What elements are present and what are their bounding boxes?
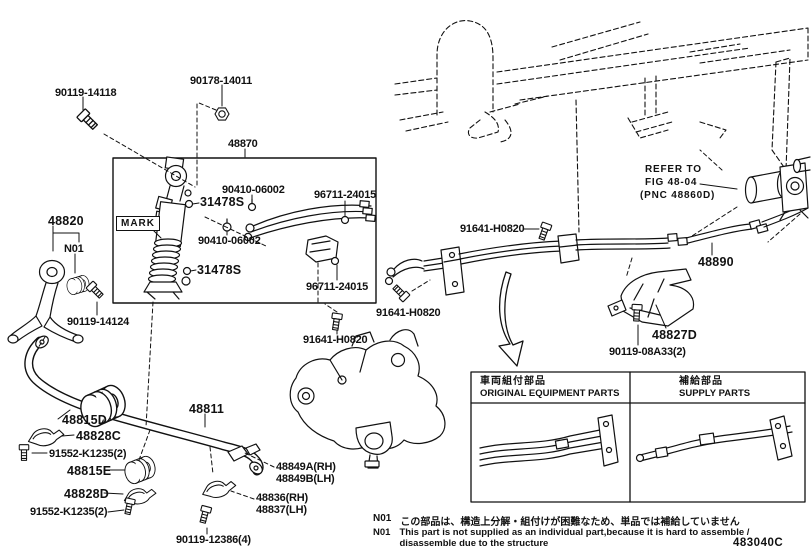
part-label-48890: 48890 — [698, 255, 734, 269]
dashed-leaders — [37, 102, 801, 500]
kdss-valve-drawing — [744, 156, 811, 221]
part-label-48837-lh-: 48837(LH) — [256, 504, 307, 516]
leader-lines — [31, 84, 738, 535]
part-label-90119-12386-4-: 90119-12386(4) — [176, 534, 251, 546]
part-label-96711-24015: 96711-24015 — [306, 281, 369, 293]
footnote-en: N01 This part is not supplied as an indi… — [373, 527, 749, 549]
part-label-48870: 48870 — [228, 138, 258, 150]
shock-absorber-drawing — [143, 156, 192, 300]
main-tube-drawing — [384, 202, 809, 296]
part-label-91641-h0820: 91641-H0820 — [303, 334, 368, 346]
mark-box-label: MARK — [116, 216, 160, 231]
part-label-31478s: 31478S — [197, 263, 242, 277]
footnote-en-ref: N01 — [373, 527, 391, 538]
bar-end-brackets — [227, 443, 261, 462]
footnote-jp-text: この部品は、構造上分解・組付けが困難なため、単品では補給していません — [400, 517, 740, 528]
footnote-en-line2: disassemble due to the structure — [399, 538, 549, 549]
part-label-48827d: 48827D — [652, 328, 697, 342]
part-label-96711-24015: 96711-24015 — [314, 189, 377, 201]
table-header-supply-jp: 補給部品 — [679, 376, 723, 387]
part-label-48820: 48820 — [48, 214, 84, 228]
part-label-90178-14011: 90178-14011 — [190, 75, 253, 87]
protector-drawing — [607, 268, 695, 327]
part-label-48828c: 48828C — [76, 429, 121, 443]
part-label-90119-14118: 90119-14118 — [55, 87, 117, 99]
footnote-en-text: This part is not supplied as an individu… — [399, 527, 749, 549]
parts-table-frame — [470, 371, 806, 503]
part-label-48815d: 48815D — [62, 413, 107, 427]
part-label-48849a-rh-: 48849A(RH) — [276, 461, 336, 473]
part-label-48815e: 48815E — [67, 464, 112, 478]
refer-note-line2: FIG 48-04 — [645, 177, 698, 188]
part-label-91552-k1235-2-: 91552-K1235(2) — [49, 448, 127, 460]
footnote-en-line1: This part is not supplied as an individu… — [399, 527, 750, 538]
part-label-90119-08a33-2-: 90119-08A33(2) — [609, 346, 686, 358]
table-header-supply-en: SUPPLY PARTS — [679, 388, 751, 399]
part-label-90119-14124: 90119-14124 — [67, 316, 130, 328]
part-label-91641-h0820: 91641-H0820 — [460, 223, 525, 235]
bleeder-plugs — [182, 198, 257, 276]
part-label-90410-06002: 90410-06002 — [222, 184, 285, 196]
box-tube-drawing — [243, 200, 376, 266]
footnote-jp: N01 この部品は、構造上分解・組付けが困難なため、単品では補給していません — [373, 513, 740, 528]
frame-phantom — [394, 20, 809, 233]
absorber-box — [112, 157, 377, 304]
part-label-31478s: 31478S — [200, 195, 245, 209]
refer-note-line1: REFER TO — [645, 164, 702, 175]
part-label-n01: N01 — [64, 243, 84, 255]
stabilizer-bar-drawing — [24, 335, 264, 476]
part-label-48811: 48811 — [189, 402, 225, 416]
part-label-48849b-lh-: 48849B(LH) — [276, 473, 335, 485]
part-label-48828d: 48828D — [64, 487, 109, 501]
stabilizer-link-drawing — [7, 259, 84, 344]
oem-parts-art — [479, 414, 619, 467]
footnote-jp-ref: N01 — [373, 513, 392, 524]
part-label-91641-h0820: 91641-H0820 — [376, 307, 441, 319]
down-arrow — [498, 271, 524, 367]
refer-note-line3: (PNC 48860D) — [640, 190, 716, 201]
part-label-48836-rh-: 48836(RH) — [256, 492, 309, 504]
figure-code: 483040C — [733, 537, 784, 549]
table-header-oem-jp: 車両組付部品 — [480, 376, 546, 387]
part-label-90410-06002: 90410-06002 — [198, 235, 261, 247]
part-label-91552-k1235-2-: 91552-K1235(2) — [30, 506, 108, 518]
control-arm-drawing — [289, 329, 446, 469]
table-header-oem-en: ORIGINAL EQUIPMENT PARTS — [480, 388, 620, 399]
supply-parts-art — [635, 415, 793, 463]
